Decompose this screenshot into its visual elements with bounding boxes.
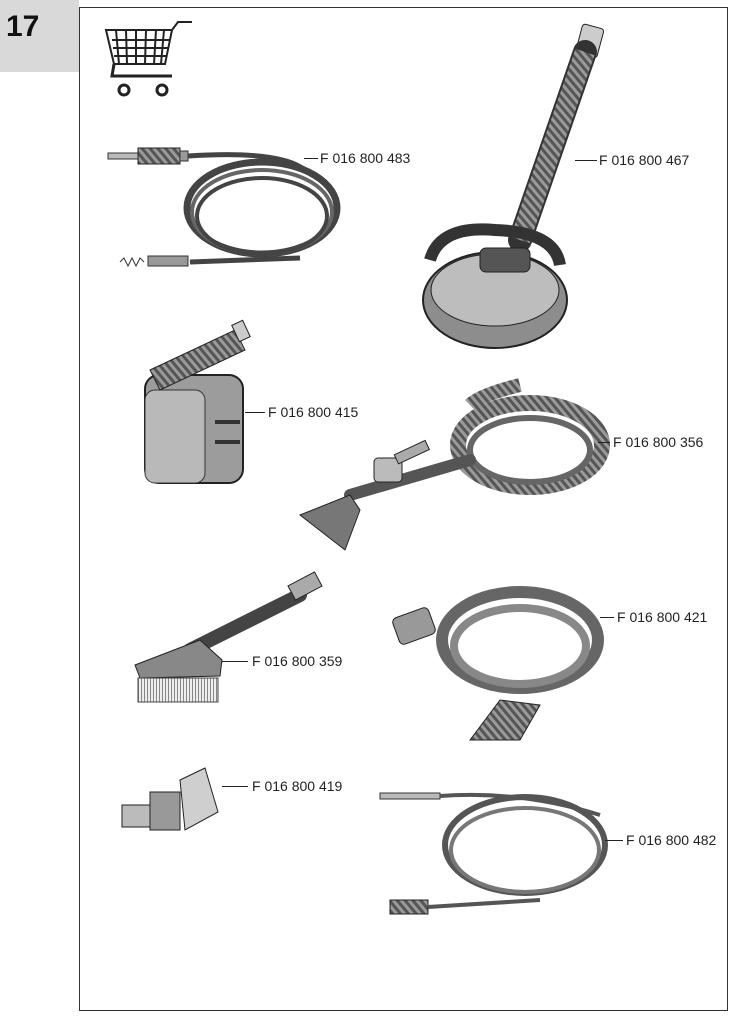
page-number-tab: 17: [0, 0, 79, 72]
pipe-cleaning-kit-illustration: [299, 378, 610, 551]
accessories-frame: [79, 7, 728, 1011]
leader-line: [222, 786, 248, 787]
leader-line: [304, 158, 318, 159]
detergent-nozzle-illustration: [144, 319, 251, 484]
leader-line: [222, 661, 248, 662]
hose-extension-illustration: [107, 147, 341, 268]
leader-line: [575, 160, 597, 161]
shopping-cart-icon: [104, 21, 192, 97]
leader-line: [605, 840, 623, 841]
part-number-label: F 016 800 356: [613, 434, 704, 450]
hose-long-illustration: [379, 792, 608, 915]
leader-line: [600, 617, 614, 618]
part-number-label: F 016 800 415: [268, 404, 359, 420]
part-number-label: F 016 800 483: [320, 150, 411, 166]
page-number: 17: [6, 10, 40, 43]
part-number-label: F 016 800 359: [252, 653, 343, 669]
patio-cleaner-illustration: [422, 23, 605, 349]
part-number-label: F 016 800 421: [617, 609, 708, 625]
leader-line: [245, 412, 265, 413]
drain-hose-illustration: [392, 586, 604, 741]
part-number-label: F 016 800 467: [599, 152, 690, 168]
brush-illustration: [134, 571, 323, 703]
adapter-illustration: [121, 767, 219, 831]
leader-line: [598, 442, 610, 443]
part-number-label: F 016 800 482: [626, 832, 717, 848]
part-number-label: F 016 800 419: [252, 778, 343, 794]
